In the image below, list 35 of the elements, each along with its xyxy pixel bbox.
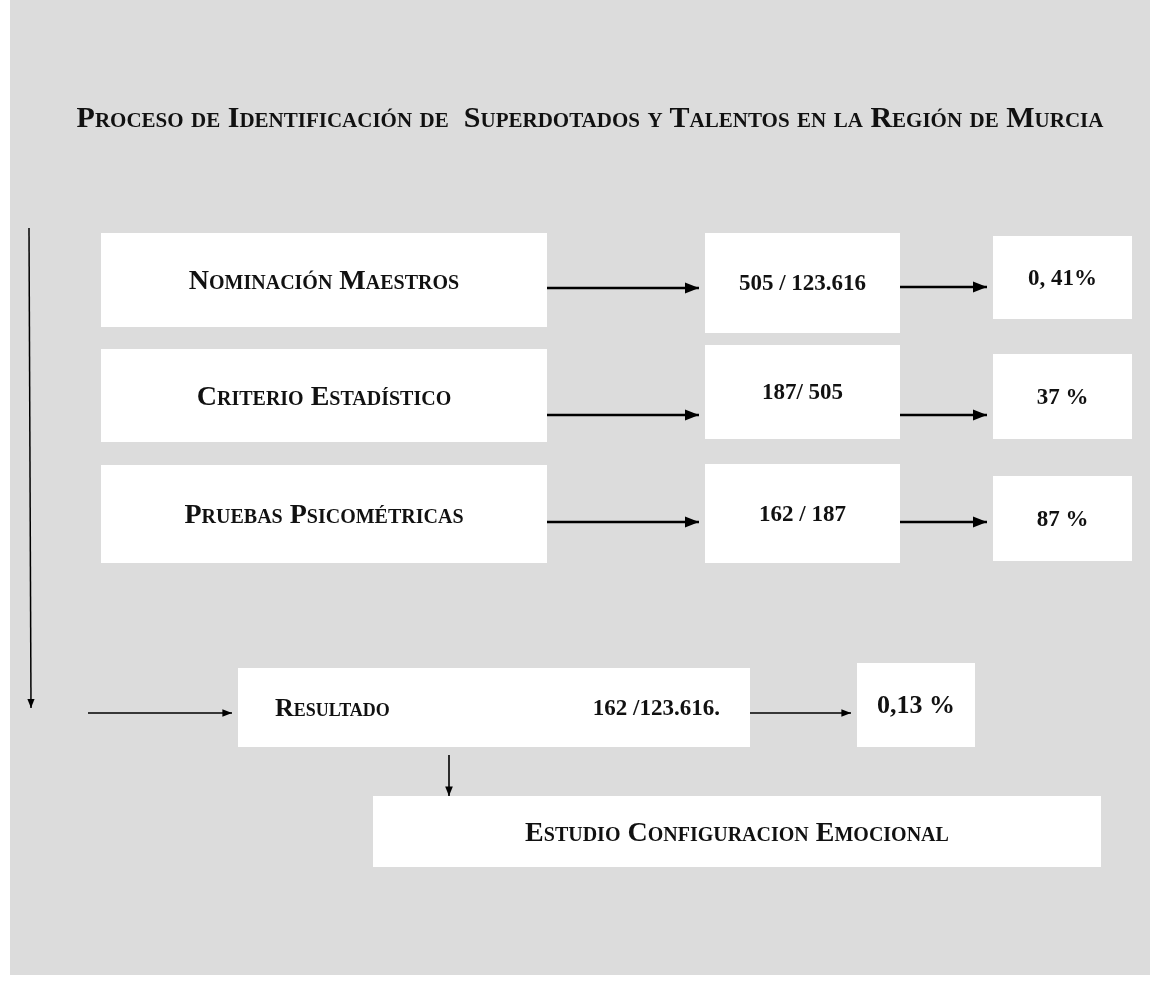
process-box	[705, 464, 900, 563]
box-value: 162 /123.616.	[592, 694, 720, 721]
arrow	[900, 281, 987, 293]
box-label: 0,13 %	[877, 690, 955, 720]
process-box	[373, 796, 1101, 867]
box-label: 0, 41%	[1028, 264, 1097, 291]
box-label: 505 / 123.616	[738, 270, 867, 296]
process-box	[993, 354, 1132, 439]
process-box	[993, 476, 1132, 561]
process-box	[705, 233, 900, 333]
box-label: 37 %	[1036, 383, 1089, 410]
process-box	[993, 236, 1132, 319]
arrow	[749, 709, 852, 717]
box-label: Nominación Maestros	[188, 264, 460, 296]
process-box	[101, 465, 547, 563]
arrow	[445, 754, 453, 797]
diagram-title: Proceso de Identificación de Superdotados y Talentos en la Región de Murcia	[75, 99, 1105, 135]
arrow	[547, 516, 699, 528]
process-box	[705, 345, 900, 439]
box-label: Pruebas Psicométricas	[184, 498, 464, 530]
arrow	[900, 516, 987, 528]
box-label: 162 / 187	[759, 500, 846, 527]
arrow	[900, 409, 987, 421]
box-label: Estudio Configuracion Emocional	[525, 815, 949, 848]
arrow	[547, 409, 699, 421]
arrow	[547, 282, 699, 294]
process-box	[101, 233, 547, 327]
box-label: Resultado	[275, 692, 390, 723]
process-box	[101, 349, 547, 442]
box-label: 187/ 505	[761, 379, 844, 405]
arrow	[87, 709, 233, 717]
box-label: 87 %	[1036, 505, 1089, 532]
process-box	[238, 668, 750, 747]
box-label: Criterio Estadístico	[196, 379, 452, 412]
process-box	[857, 663, 975, 747]
